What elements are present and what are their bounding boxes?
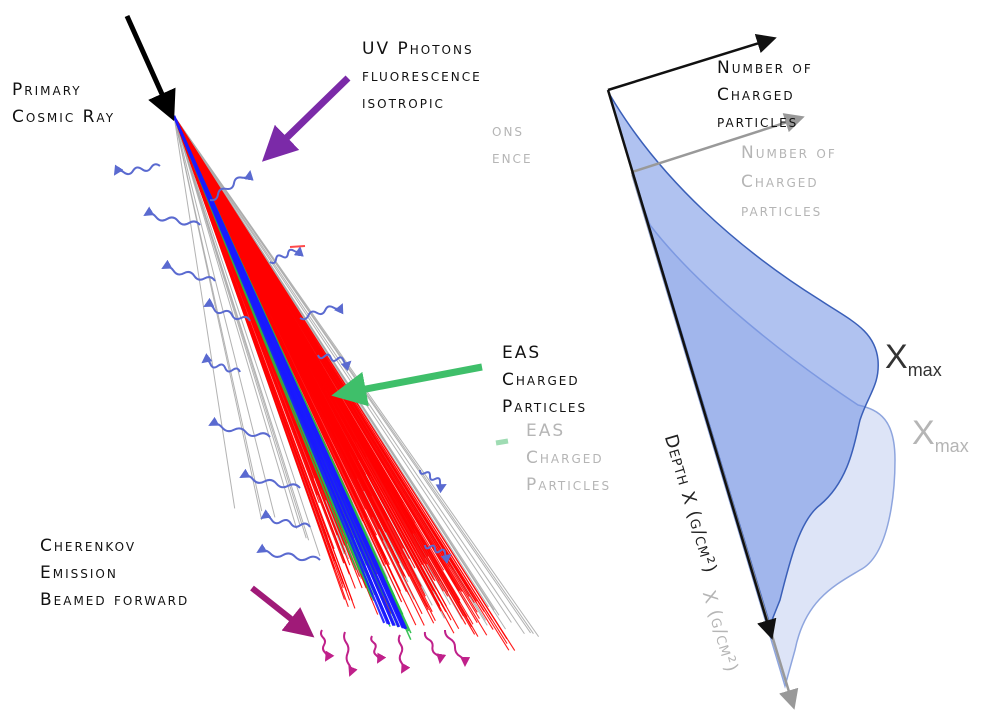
fluorescence-photon-wave	[299, 303, 344, 321]
red-track	[173, 115, 345, 564]
red-track	[173, 115, 425, 626]
eas-line: EAS	[502, 343, 542, 363]
gray-track	[173, 115, 236, 509]
cherenkov-photon-wave	[319, 629, 335, 662]
red-track	[173, 115, 434, 592]
charged-ghost-line: Charged	[526, 448, 604, 468]
fluorescence-photon-wave	[208, 416, 271, 438]
fluorescence-photon-wave	[260, 509, 311, 528]
number-axis	[607, 33, 777, 92]
red-track	[173, 115, 508, 640]
uv-photons-label: UV Photons fluorescence isotropic	[362, 36, 482, 117]
particles-line-right: particles	[717, 112, 799, 132]
red-track	[173, 115, 335, 568]
gray-track	[173, 115, 307, 539]
primary-cosmic-ray-arrow	[124, 14, 176, 122]
beamed-forward-line: Beamed forward	[40, 590, 190, 610]
gray-track	[173, 115, 321, 557]
xmax-label: Xmax	[885, 338, 942, 381]
fluorescence-photon-wave	[201, 353, 241, 373]
fluorescence-photon-wave	[113, 163, 161, 176]
fluorescence-photon-wave	[317, 353, 352, 372]
number-of-charged-particles-label: Number of Charged particles	[717, 55, 813, 136]
uv-photons-line: UV Photons	[362, 39, 474, 59]
xmax-base: X	[885, 338, 908, 376]
cherenkov-line: Cherenkov	[40, 536, 137, 556]
eas-ghost-arrow	[495, 438, 509, 446]
uv-photons-arrow	[261, 75, 351, 162]
charged-line: Charged	[502, 370, 580, 390]
depth-axis	[606, 89, 777, 640]
particles-line: Particles	[502, 397, 588, 417]
fluorescence-photon-wave	[203, 297, 251, 322]
cherenkov-arrow	[250, 585, 315, 638]
cherenkov-photon-wave	[423, 631, 447, 664]
cherenkov-photon-waves	[319, 629, 471, 677]
fluorescence-photon-waves	[113, 163, 452, 564]
red-track	[173, 115, 351, 486]
gray-track	[173, 115, 495, 611]
red-track	[173, 115, 361, 487]
red-track	[173, 115, 352, 456]
cherenkov-photon-wave	[343, 631, 358, 677]
uv-ghost-line-1: ons	[492, 121, 525, 141]
uv-ghost-line-2: ence	[492, 148, 533, 168]
cosmic-ray-label-line: Cosmic Ray	[12, 107, 116, 127]
emission-line: Emission	[40, 563, 118, 583]
eas-ghost-line: EAS	[526, 421, 566, 441]
fluorescence-photon-wave	[161, 259, 216, 282]
charged-line-right: Charged	[717, 85, 795, 105]
charged-ghost-line-right: Charged	[741, 172, 819, 192]
gray-track	[173, 115, 298, 529]
primary-cosmic-ray-label: Primary Cosmic Ray	[12, 77, 115, 131]
eas-particles-arrow	[331, 363, 483, 407]
fluorescence-line: fluorescence	[362, 66, 482, 86]
xmax-ghost-sub: max	[934, 436, 969, 456]
fluorescence-photon-wave	[256, 543, 321, 562]
xmax-sub: max	[907, 360, 942, 380]
cherenkov-emission-label: Cherenkov Emission Beamed forward	[40, 533, 189, 614]
xmax-ghost-label: Xmax	[912, 414, 969, 457]
eas-charged-particles-ghost-label: EAS Charged Particles	[526, 418, 611, 499]
particles-ghost-line: Particles	[526, 475, 612, 495]
fluorescence-photon-wave	[424, 544, 452, 564]
profile-curve-main	[607, 89, 879, 628]
number-of-line: Number of	[717, 58, 813, 78]
blue-track	[172, 115, 386, 624]
uv-photons-ghost-label: ons ence	[492, 118, 533, 172]
red-track	[173, 115, 447, 607]
primary-label-line: Primary	[12, 80, 82, 100]
red-track	[173, 115, 353, 602]
fluorescence-photon-wave	[269, 246, 304, 265]
fluorescence-photon-wave	[209, 170, 254, 202]
red-track	[173, 115, 461, 601]
cherenkov-photon-wave	[443, 629, 471, 667]
cherenkov-photon-wave	[370, 635, 387, 664]
fluorescence-photon-wave	[143, 206, 201, 226]
isotropic-line: isotropic	[362, 93, 445, 113]
gray-track	[173, 115, 276, 518]
number-of-ghost-line: Number of	[741, 143, 837, 163]
fluorescence-photon-wave	[239, 468, 301, 489]
fluorescence-photon-wave	[418, 469, 447, 494]
xmax-ghost-base: X	[912, 414, 935, 452]
number-of-charged-particles-ghost-label: Number of Charged particles	[741, 139, 837, 226]
particles-ghost-line-right: particles	[741, 201, 823, 221]
red-dash-mark	[289, 245, 306, 248]
eas-charged-particles-label: EAS Charged Particles	[502, 340, 587, 421]
number-axis-ghost	[631, 113, 805, 174]
cherenkov-photon-wave	[397, 634, 411, 674]
blue-track	[172, 115, 400, 628]
shower-tracks	[172, 115, 540, 651]
red-track	[173, 115, 467, 625]
